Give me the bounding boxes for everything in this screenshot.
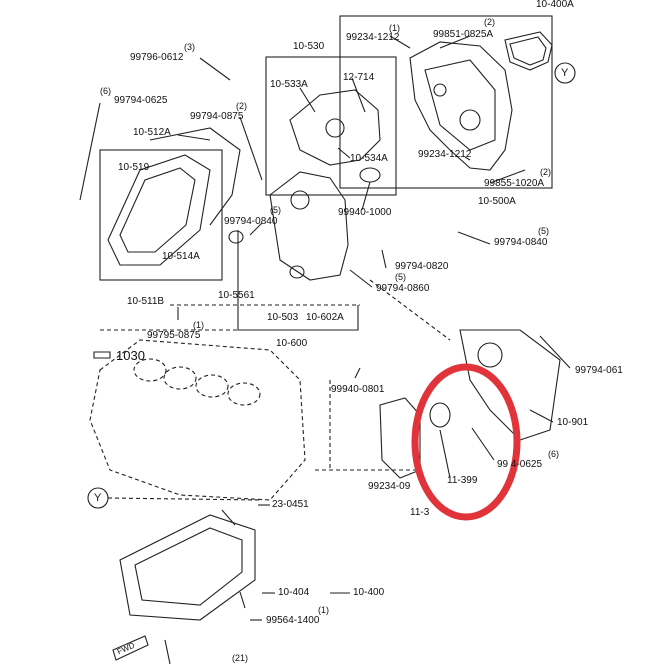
side-cover-inner — [119, 167, 196, 253]
label-23-0451: 23-0451 — [272, 499, 309, 510]
qty-99795-0875: (1) — [193, 320, 204, 330]
qty-99855-1020A: (2) — [540, 167, 551, 177]
label-12-714: 12-714 — [343, 72, 375, 83]
label-10-511B: 10-511B — [127, 296, 165, 307]
label-99234-09: 99234-09 — [368, 481, 411, 492]
qty-99-4-0625: (6) — [548, 449, 559, 459]
label-99794-0875: 99794-0875 — [190, 111, 244, 122]
label-10-5561: 10-5561 — [218, 290, 255, 301]
box-10-511B — [99, 149, 223, 281]
housing-hole — [290, 190, 310, 210]
label-99940-0801: 99940-0801 — [331, 384, 385, 395]
label-99794-0840-left: 99794-0840 — [224, 216, 278, 227]
y-marker-bottom-label: Y — [94, 492, 102, 504]
label-10-500A: 10-500A — [478, 196, 516, 207]
qty-99796-0612: (3) — [184, 42, 195, 52]
label-99795-0875: 99795-0875 — [147, 330, 201, 341]
label-10-901: 10-901 — [557, 417, 589, 428]
y-marker-top — [554, 62, 576, 84]
qty-99234-1212-top: (1) — [389, 23, 400, 33]
box-10-500A — [339, 15, 553, 189]
label-99855-1020A: 99855-1020A — [484, 178, 545, 189]
label-10-400A: 10-400A — [536, 0, 574, 10]
qty-99794-0860: (5) — [395, 272, 406, 282]
arrow-1030 — [93, 351, 111, 359]
label-99796-0612: 99796-0612 — [130, 52, 184, 63]
label-10-503: 10-503 — [267, 312, 299, 323]
qty-21: (21) — [232, 653, 249, 663]
gasket-10-512A — [149, 127, 241, 226]
highlight-circle — [411, 363, 521, 521]
label-10-533A: 10-533A — [270, 79, 308, 90]
qty-99794-0840-left: (5) — [270, 205, 281, 215]
front-cover-seal-hole — [459, 109, 481, 131]
bottom-bolt — [164, 639, 171, 664]
label-99940-1000: 99940-1000 — [338, 207, 392, 218]
label-10-519: 10-519 — [118, 162, 150, 173]
y-marker-top-label: Y — [561, 67, 569, 79]
drain-plug — [239, 591, 246, 609]
label-10-514A: 10-514A — [162, 251, 200, 262]
label-10-404: 10-404 — [278, 587, 310, 598]
rear-oil-seal-11-399 — [429, 402, 451, 428]
qty-99794-0625: (6) — [100, 86, 111, 96]
label-10-530: 10-530 — [293, 41, 325, 52]
qty-99794-0875: (2) — [236, 101, 247, 111]
rear-plate-hole — [477, 342, 503, 368]
label-99794-0625: 99794-0625 — [114, 95, 168, 106]
side-cover-part — [107, 154, 211, 266]
seal-10-602A — [289, 265, 305, 279]
oil-pan-inner — [134, 527, 243, 606]
gasket-inner — [509, 36, 547, 66]
front-cover-part — [409, 41, 513, 171]
timing-cover-part — [289, 89, 381, 166]
oil-pan-10-400 — [119, 514, 256, 621]
label-99794-061: 99794-061 — [575, 365, 623, 376]
label-99794-0840-right: 99794-0840 — [494, 237, 548, 248]
label-10-534A: 10-534A — [350, 153, 388, 164]
label-10-400: 10-400 — [353, 587, 385, 598]
oil-pan-bolt — [221, 509, 236, 526]
label-99564-1400: 99564-1400 — [266, 615, 320, 626]
label-10-602A: 10-602A — [306, 312, 344, 323]
label-10-600: 10-600 — [276, 338, 308, 349]
housing-10-600 — [269, 171, 349, 281]
bracket-10-600 — [237, 230, 359, 331]
label-1030: 1030 — [116, 348, 145, 363]
label-10-512A: 10-512A — [133, 127, 171, 138]
rear-plate-10-901 — [459, 329, 561, 441]
label-11-3: 11-3 — [410, 507, 430, 518]
engine-block-1030 — [89, 279, 451, 501]
label-99794-0860: 99794-0860 — [376, 283, 430, 294]
label-99794-0820: 99794-0820 — [395, 261, 449, 272]
label-99234-1212-top: 99234-1212 — [346, 32, 400, 43]
fwd-arrow — [112, 635, 149, 661]
seal-10-5561 — [228, 230, 244, 244]
front-cover-hole — [433, 83, 447, 97]
front-cover-inner — [424, 59, 496, 151]
timing-cover-hole — [325, 118, 345, 138]
oil-seal-part — [359, 167, 381, 183]
qty-99564-1400: (1) — [318, 605, 329, 615]
gasket-part — [504, 31, 553, 71]
label-11-399: 11-399 — [447, 475, 478, 486]
label-99-4-0625: 99 4-0625 — [497, 459, 543, 470]
label-99234-1212-mid: 99234-1212 — [418, 149, 472, 160]
label-99851-0825A: 99851-0825A — [433, 29, 494, 40]
qty-99851-0825A: (2) — [484, 17, 495, 27]
box-10-530 — [265, 56, 397, 196]
qty-99794-0840-right: (5) — [538, 226, 549, 236]
